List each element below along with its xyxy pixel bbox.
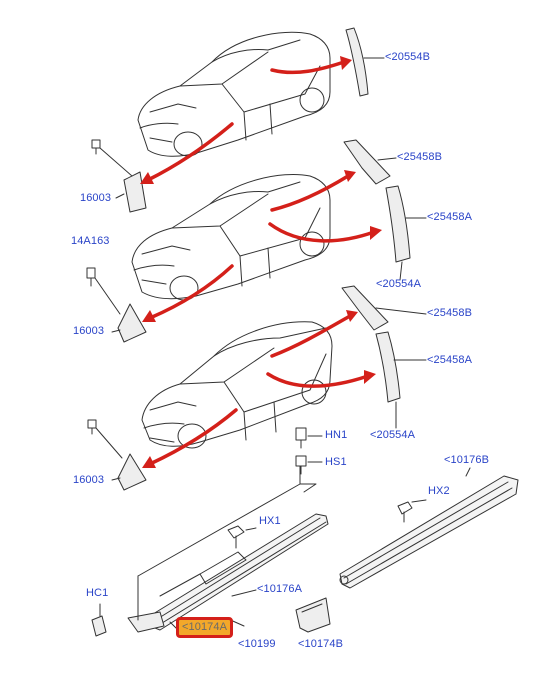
pillar-trim-25458b-1 <box>343 139 391 185</box>
pillar-trim-25458a-1 <box>385 185 411 263</box>
clip-icon-1 <box>91 139 101 155</box>
label-16003-2: 16003 <box>73 325 105 337</box>
label-10174a-highlighted: <10174A <box>176 617 234 638</box>
label-20554b: <20554B <box>385 51 431 63</box>
label-hn1: HN1 <box>325 429 348 441</box>
label-10199: <10199 <box>238 638 276 650</box>
label-20554a-1: <20554A <box>376 278 422 290</box>
red-arrows <box>146 60 376 466</box>
clip-hc1-icon <box>91 615 107 637</box>
label-25458a-2: <25458A <box>427 354 473 366</box>
window-trim-16003-3 <box>117 453 147 491</box>
label-20554a-2: <20554A <box>370 429 416 441</box>
sill-moulding-left <box>127 513 329 633</box>
mudflap-10174b <box>295 597 331 633</box>
label-16003-3: 16003 <box>73 474 105 486</box>
label-hs1: HS1 <box>325 456 347 468</box>
pillar-trim-25458a-2 <box>375 331 401 403</box>
car-illustration-1 <box>137 31 331 157</box>
label-16003-1: 16003 <box>80 192 112 204</box>
label-10176b: <10176B <box>444 454 490 466</box>
pillar-trim-20554b <box>345 27 369 97</box>
label-25458b-1: <25458B <box>397 151 443 163</box>
car-illustration-3 <box>141 321 333 449</box>
label-hx1: HX1 <box>259 515 281 527</box>
label-hc1: HC1 <box>86 587 109 599</box>
clip-14a163-icon <box>86 267 96 287</box>
arrowheads <box>140 56 382 468</box>
fastener-hs1-icon <box>295 455 307 475</box>
clip-hx1-icon <box>227 525 245 549</box>
label-10176a: <10176A <box>257 583 303 595</box>
label-10174b: <10174B <box>298 638 344 650</box>
clip-hx2-icon <box>397 501 413 523</box>
label-25458b-2: <25458B <box>427 307 473 319</box>
clip-icon-3 <box>87 419 97 435</box>
fastener-hn1-icon <box>295 427 307 449</box>
pillar-trim-25458b-2 <box>341 285 389 331</box>
label-14a163: 14A163 <box>71 235 110 247</box>
label-hx2: HX2 <box>428 485 450 497</box>
window-trim-16003-1 <box>123 171 147 213</box>
sill-moulding-right <box>339 475 519 589</box>
label-25458a-1: <25458A <box>427 211 473 223</box>
window-trim-16003-2 <box>117 303 147 343</box>
